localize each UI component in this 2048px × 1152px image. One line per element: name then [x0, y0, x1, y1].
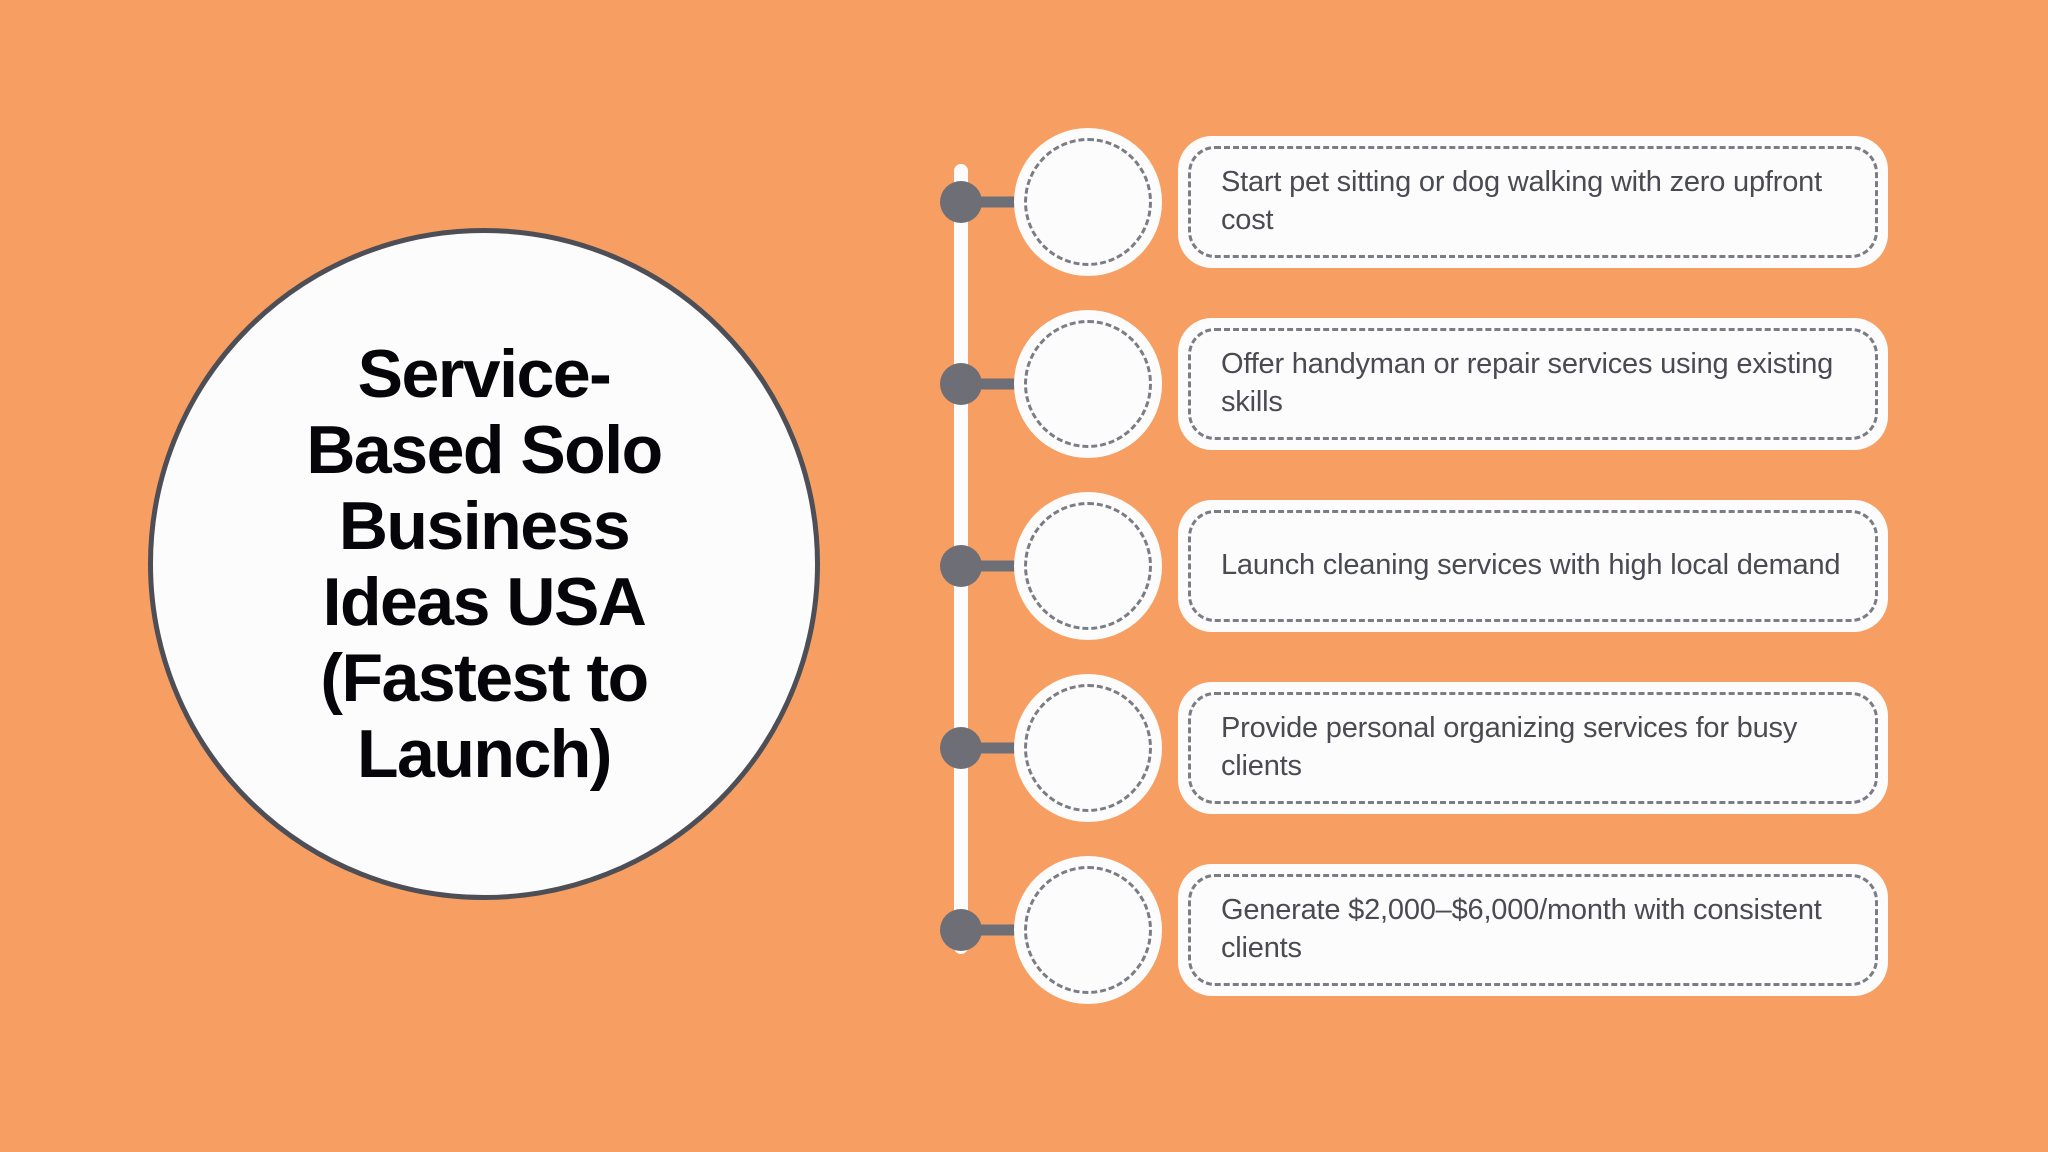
timeline-card-text: Offer handyman or repair services using … — [1221, 348, 1834, 418]
timeline-bullet-circle — [1014, 674, 1162, 822]
timeline-row: Generate $2,000–$6,000/month with consis… — [940, 856, 1950, 1004]
timeline-connector-stem — [976, 378, 1030, 390]
timeline-connector-stem — [976, 560, 1030, 572]
timeline-node-dot-icon — [940, 909, 982, 951]
timeline-row: Provide personal organizing services for… — [940, 674, 1950, 822]
timeline-card[interactable]: Offer handyman or repair services using … — [1178, 318, 1888, 450]
timeline-card-inner: Launch cleaning services with high local… — [1188, 510, 1878, 622]
timeline-bullet-circle — [1014, 310, 1162, 458]
timeline-row: Launch cleaning services with high local… — [940, 492, 1950, 640]
timeline-node-dot-icon — [940, 545, 982, 587]
timeline-bullet-circle-inner — [1024, 138, 1152, 266]
timeline-bullet-circle — [1014, 856, 1162, 1004]
timeline-node-dot-icon — [940, 727, 982, 769]
timeline-bullet-circle-inner — [1024, 866, 1152, 994]
timeline-bullet-circle — [1014, 492, 1162, 640]
timeline-card-text: Launch cleaning services with high local… — [1221, 549, 1841, 582]
timeline-card-inner: Start pet sitting or dog walking with ze… — [1188, 146, 1878, 258]
timeline-node-dot-icon — [940, 181, 982, 223]
timeline: Start pet sitting or dog walking with ze… — [940, 128, 1950, 1032]
timeline-card-text: Provide personal organizing services for… — [1221, 712, 1798, 782]
timeline-card-inner: Offer handyman or repair services using … — [1188, 328, 1878, 440]
timeline-card[interactable]: Provide personal organizing services for… — [1178, 682, 1888, 814]
timeline-bullet-circle-inner — [1024, 502, 1152, 630]
timeline-card[interactable]: Generate $2,000–$6,000/month with consis… — [1178, 864, 1888, 996]
timeline-bullet-circle — [1014, 128, 1162, 276]
page-title: Service- Based Solo Business Ideas USA (… — [306, 335, 663, 793]
timeline-connector-stem — [976, 742, 1030, 754]
timeline-connector-stem — [976, 924, 1030, 936]
timeline-node-dot-icon — [940, 363, 982, 405]
timeline-card[interactable]: Launch cleaning services with high local… — [1178, 500, 1888, 632]
timeline-card-text: Start pet sitting or dog walking with ze… — [1221, 166, 1822, 236]
timeline-row: Offer handyman or repair services using … — [940, 310, 1950, 458]
timeline-card-inner: Generate $2,000–$6,000/month with consis… — [1188, 874, 1878, 986]
timeline-bullet-circle-inner — [1024, 320, 1152, 448]
timeline-card-inner: Provide personal organizing services for… — [1188, 692, 1878, 804]
timeline-card[interactable]: Start pet sitting or dog walking with ze… — [1178, 136, 1888, 268]
timeline-bullet-circle-inner — [1024, 684, 1152, 812]
timeline-card-text: Generate $2,000–$6,000/month with consis… — [1221, 894, 1822, 964]
timeline-connector-stem — [976, 196, 1030, 208]
title-circle: Service- Based Solo Business Ideas USA (… — [148, 228, 820, 900]
timeline-row: Start pet sitting or dog walking with ze… — [940, 128, 1950, 276]
